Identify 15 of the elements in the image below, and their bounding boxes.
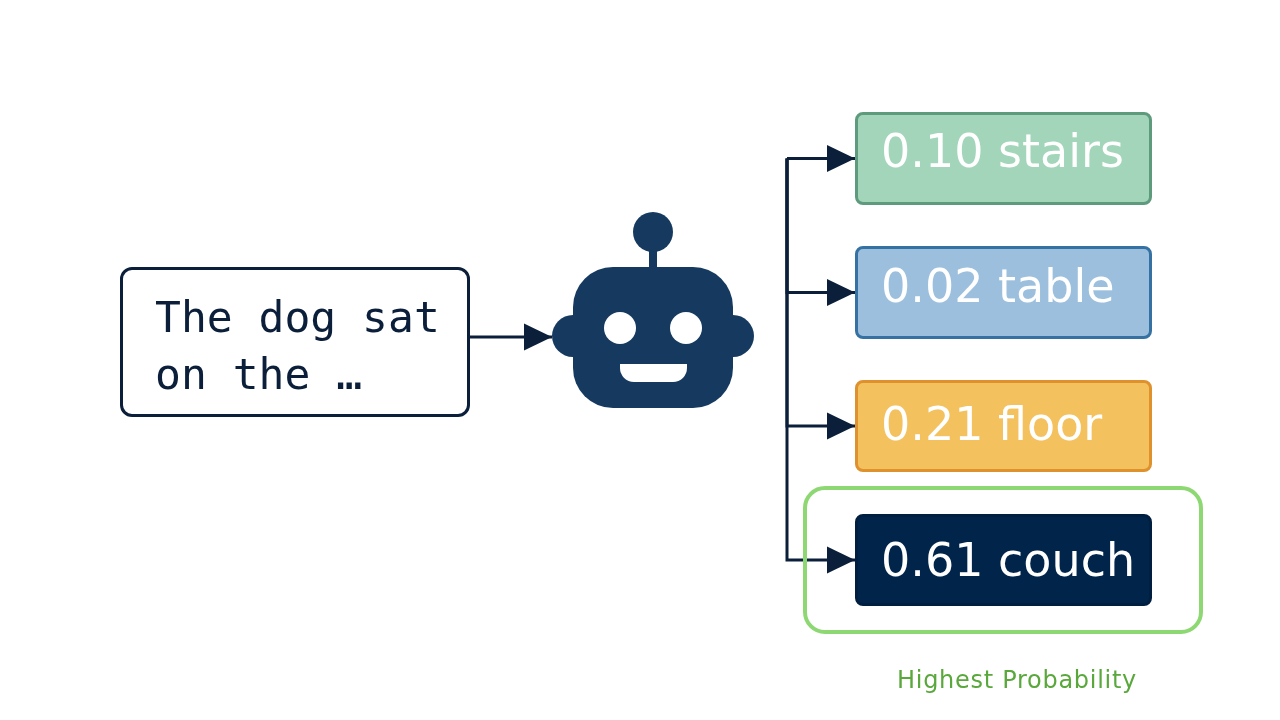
connector-arrow bbox=[785, 145, 855, 172]
token-probability: 0.02 table bbox=[881, 258, 1115, 315]
robot-icon bbox=[552, 211, 754, 408]
token-box bbox=[855, 246, 1152, 339]
prompt-box bbox=[120, 267, 470, 417]
highlight-caption: Highest Probability bbox=[897, 665, 1138, 696]
connector-arrow bbox=[470, 323, 552, 351]
token-probability: 0.10 stairs bbox=[881, 123, 1124, 180]
token-box bbox=[855, 112, 1152, 205]
token-box bbox=[855, 380, 1152, 472]
token-box bbox=[855, 514, 1152, 606]
token-probability: 0.61 couch bbox=[881, 531, 1136, 589]
connector-arrow bbox=[785, 158, 855, 574]
token-probability: 0.21 floor bbox=[881, 395, 1103, 453]
prompt-text: The dog sat on the … bbox=[155, 291, 441, 401]
